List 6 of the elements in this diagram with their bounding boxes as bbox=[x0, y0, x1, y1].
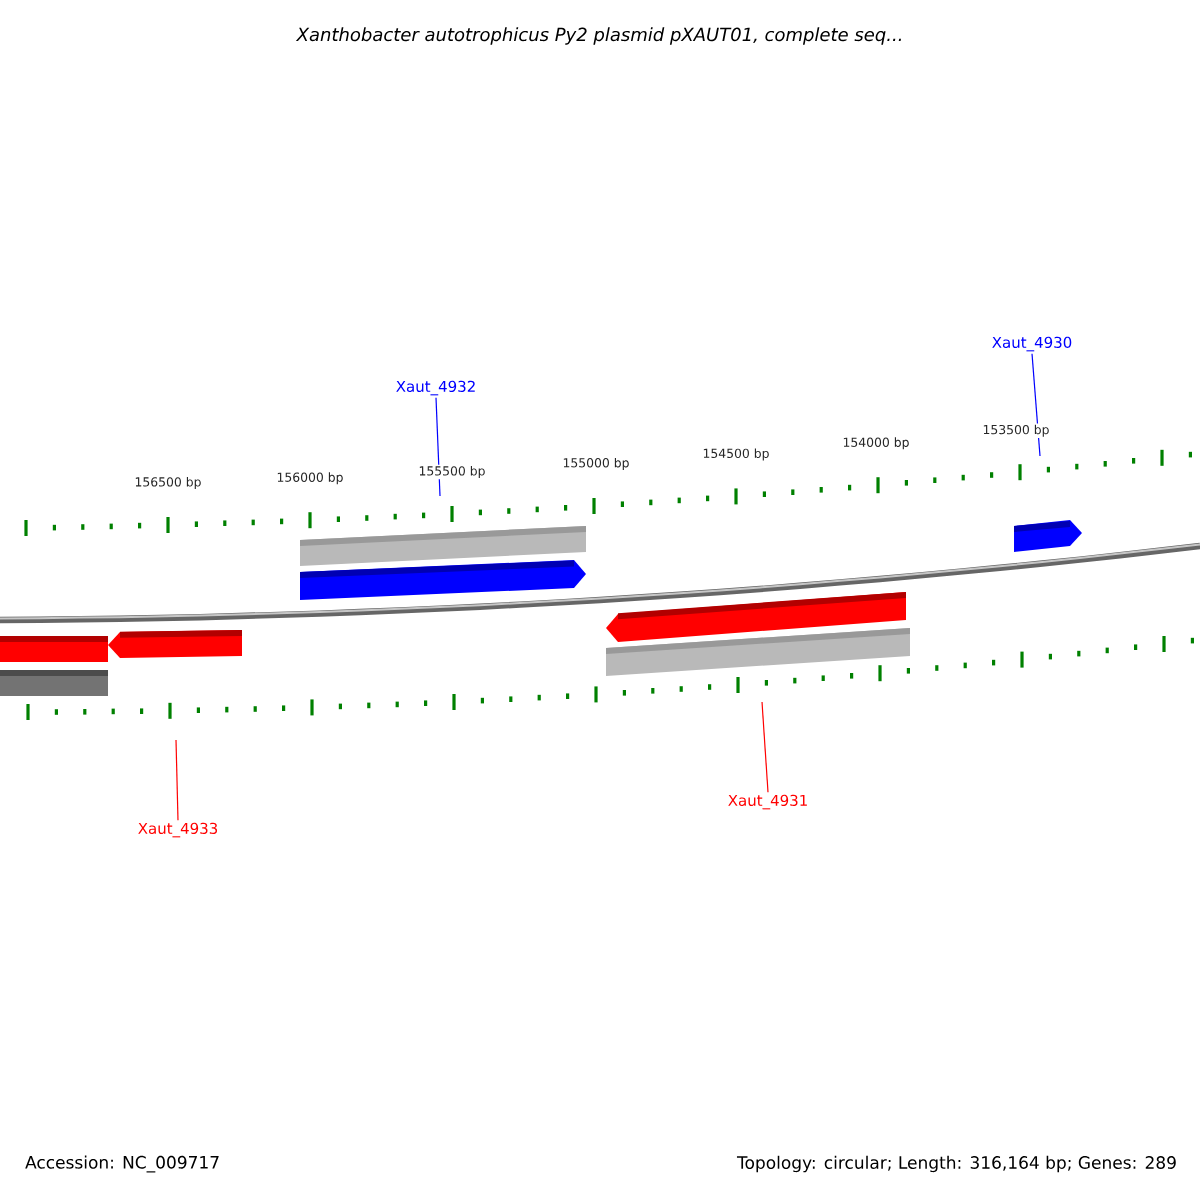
leader-line bbox=[435, 397, 441, 497]
leader-line bbox=[175, 739, 179, 821]
summary-text: Topology: circular; Length: 316,164 bp; Genes: 289 bbox=[736, 1155, 1176, 1173]
accession-text: Accession: NC_009717 bbox=[25, 1155, 219, 1173]
title: Xanthobacter autotrophicus Py2 plasmid pXAUT01, complete seq... bbox=[295, 27, 901, 45]
leader-line bbox=[761, 701, 769, 793]
